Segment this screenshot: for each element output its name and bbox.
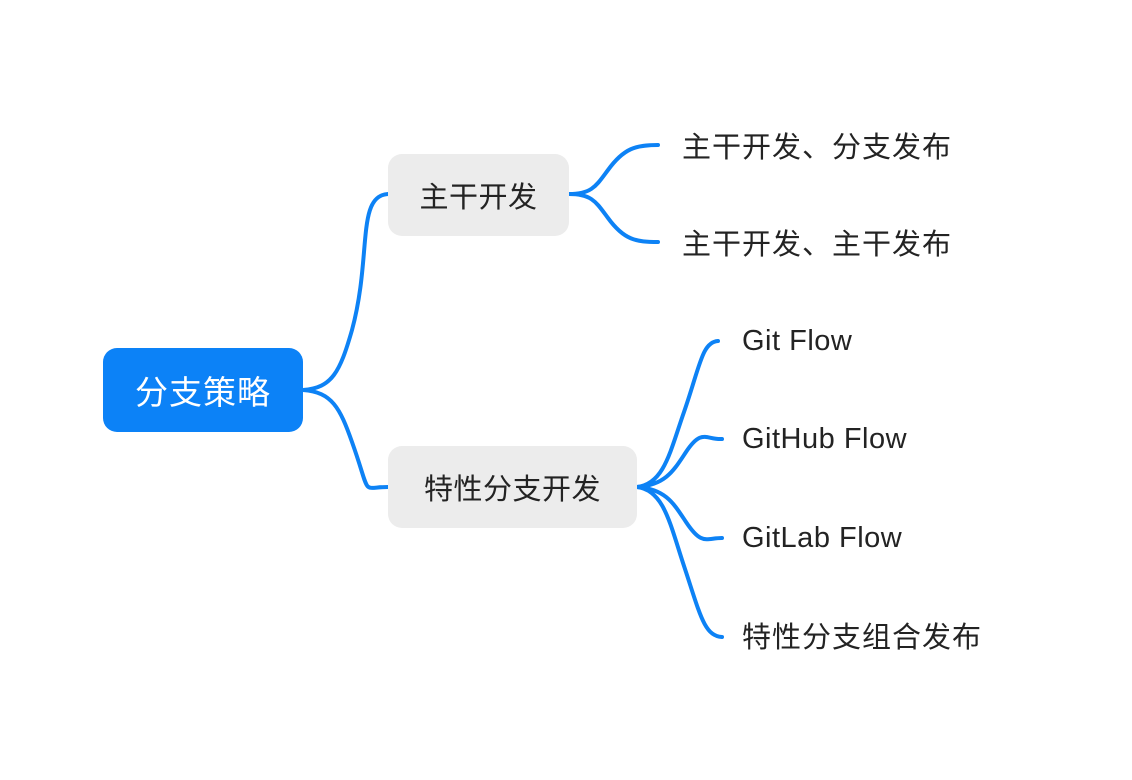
leaf-node-trunk-dev-trunk-release[interactable]: 主干开发、主干发布 — [682, 222, 952, 262]
leaf-node-trunk-dev-branch-release[interactable]: 主干开发、分支发布 — [682, 125, 952, 165]
leaf-node-gitlab-flow-label: GitLab Flow — [742, 521, 903, 554]
connector-trunk-to-leaf-2 — [567, 192, 660, 244]
branch-node-feature-branch-development[interactable]: 特性分支开发 — [388, 446, 637, 528]
connector-root-to-feature — [301, 388, 390, 490]
leaf-node-git-flow-label: Git Flow — [742, 324, 853, 357]
connector-feature-to-leaf-1 — [635, 339, 720, 489]
branch-node-feature-branch-development-label: 特性分支开发 — [423, 474, 601, 506]
root-node-label: 分支策略 — [135, 374, 271, 411]
leaf-node-git-flow[interactable]: Git Flow — [742, 321, 852, 361]
leaf-node-feature-branch-combined-release-label: 特性分支组合发布 — [742, 622, 983, 654]
connector-feature-to-leaf-2 — [635, 434, 724, 489]
root-node-branch-strategy[interactable]: 分支策略 — [103, 348, 303, 432]
leaf-node-trunk-dev-branch-release-label: 主干开发、分支发布 — [682, 132, 953, 164]
leaf-node-github-flow-label: GitHub Flow — [742, 422, 908, 455]
connector-trunk-to-leaf-1 — [567, 143, 660, 196]
leaf-node-feature-branch-combined-release[interactable]: 特性分支组合发布 — [742, 615, 982, 655]
branch-node-trunk-development-label: 主干开发 — [419, 182, 538, 214]
leaf-node-trunk-dev-trunk-release-label: 主干开发、主干发布 — [682, 229, 953, 261]
leaf-node-github-flow[interactable]: GitHub Flow — [742, 419, 907, 459]
connector-feature-to-leaf-3 — [635, 485, 724, 542]
connector-root-to-trunk — [301, 192, 390, 392]
connector-feature-to-leaf-4 — [635, 485, 724, 639]
leaf-node-gitlab-flow[interactable]: GitLab Flow — [742, 518, 902, 558]
branch-node-trunk-development[interactable]: 主干开发 — [388, 154, 569, 236]
